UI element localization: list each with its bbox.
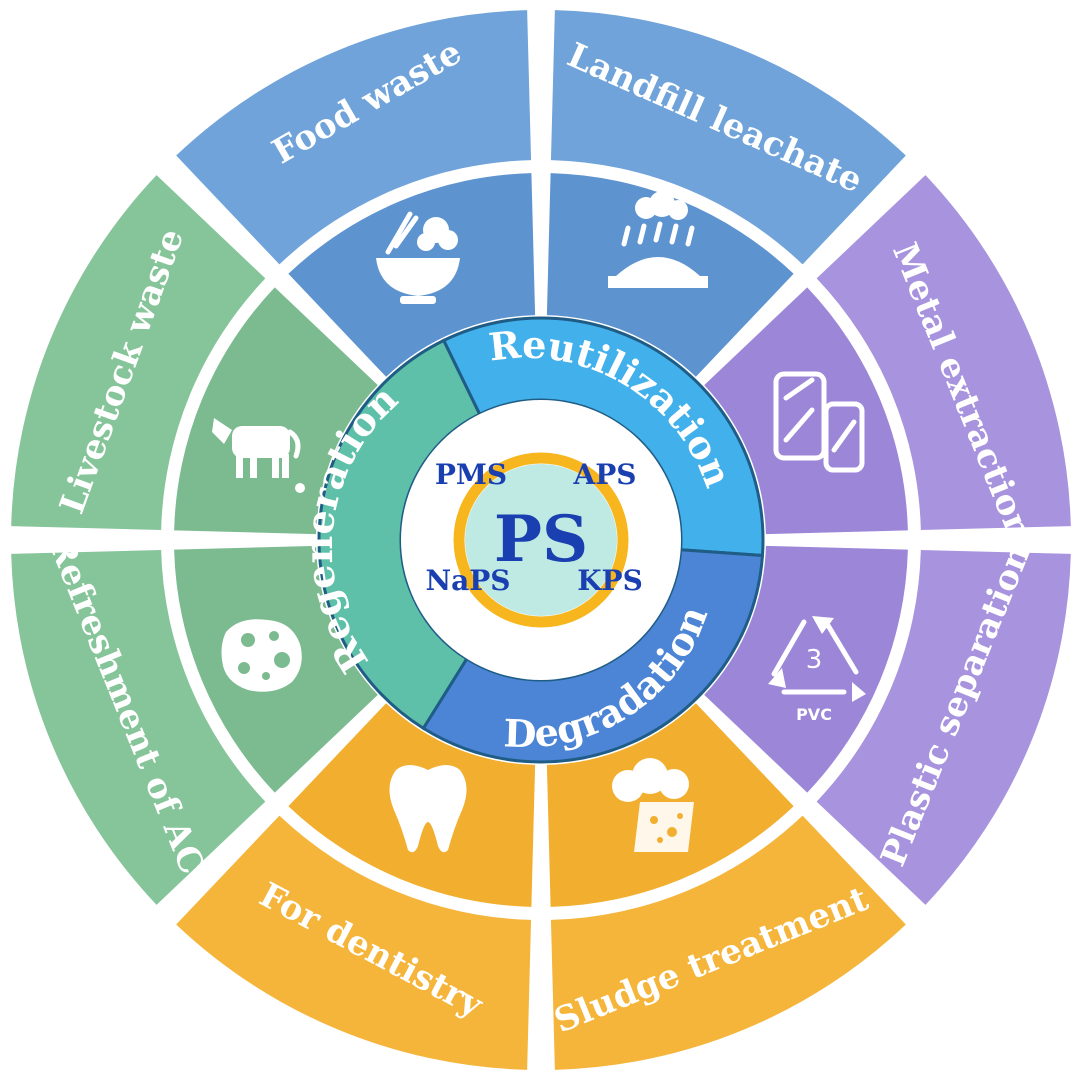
pvc-code-number: 3 xyxy=(806,645,823,675)
pvc-text: PVC xyxy=(796,705,832,724)
phone-tablet-icon xyxy=(773,371,865,473)
persulfate-ring xyxy=(453,452,629,628)
label-kps: KPS xyxy=(577,564,643,597)
recycle-pvc-icon: 3 PVC xyxy=(768,616,866,724)
sludge-icon xyxy=(612,758,694,852)
tooth-icon xyxy=(389,765,467,853)
plastic-separation-outer-segment[interactable] xyxy=(816,549,1071,905)
label-naps: NaPS xyxy=(425,564,510,597)
outer-ring xyxy=(11,10,1071,1070)
label-aps: APS xyxy=(573,458,637,491)
food-bowl-icon xyxy=(376,211,460,304)
center-title: PS xyxy=(494,502,588,577)
sludge-treatment-outer-segment[interactable] xyxy=(550,815,906,1070)
center-disc: PS PMS APS NaPS KPS xyxy=(401,400,681,680)
landfill-leachate-outer-segment[interactable] xyxy=(550,10,906,265)
category-ring xyxy=(317,316,765,764)
livestock-waste-outer-segment[interactable] xyxy=(11,175,266,531)
metal-extraction-outer-segment[interactable] xyxy=(816,175,1071,531)
activated-carbon-icon xyxy=(221,619,302,692)
persulfate-core xyxy=(465,464,617,616)
livestock-waste-icon-segment[interactable] xyxy=(174,287,378,535)
refreshment-of-ac-outer-segment[interactable] xyxy=(11,549,266,905)
plastic-separation-icon-segment[interactable] xyxy=(704,545,908,793)
for-dentistry-outer-segment[interactable] xyxy=(176,815,532,1070)
metal-extraction-icon-segment[interactable] xyxy=(704,287,908,535)
landfill-rain-icon xyxy=(608,191,708,288)
food-waste-outer-segment[interactable] xyxy=(176,10,532,265)
label-pms: PMS xyxy=(435,458,507,491)
cow-icon xyxy=(212,418,305,493)
